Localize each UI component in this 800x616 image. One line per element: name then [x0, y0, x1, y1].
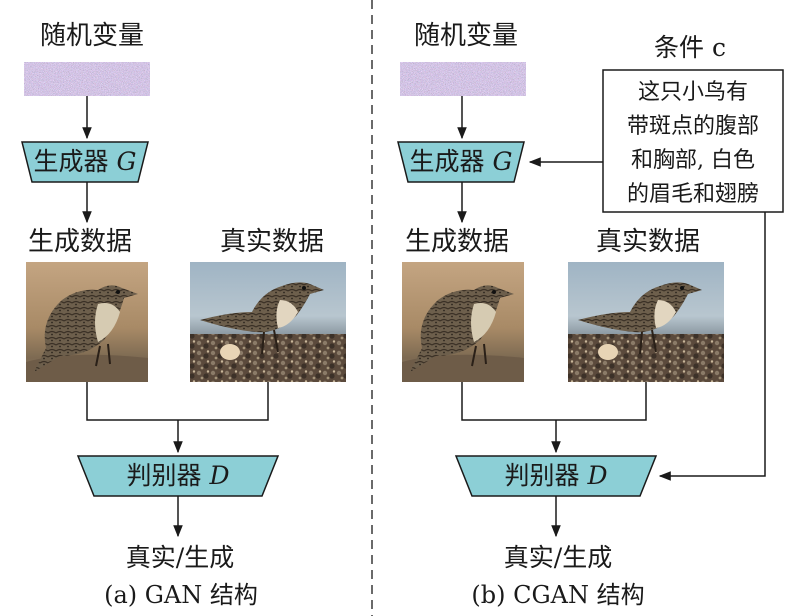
cgan-generator-label: 生成器: [410, 147, 485, 176]
gan-generator: 生成器 G: [21, 141, 149, 183]
arrow-condition-to-discriminator: [658, 212, 766, 481]
cgan-caption: (b) CGAN 结构: [471, 581, 644, 609]
discriminator-trapezoid: [76, 455, 280, 497]
cgan-discriminator-trapezoid: [454, 455, 658, 497]
condition-line-2: 带斑点的腹部: [627, 114, 759, 139]
cgan-condition-label: 条件 c: [654, 33, 726, 62]
gan-fake-bird-photo: [26, 262, 148, 382]
cgan-output-label: 真实/生成: [504, 543, 612, 572]
gan-real-bird-photo: [190, 262, 346, 382]
gan-noise-label: 随机变量: [40, 21, 144, 51]
cgan-panel: 随机变量 生成器 G 条件 c 这只小鸟有 带斑点的腹部 和胸部, 白色 的眉毛和…: [397, 21, 784, 609]
cgan-fake-data-label: 生成数据: [405, 227, 509, 257]
gan-caption: (a) GAN 结构: [104, 581, 258, 609]
gan-noise-image: [24, 62, 150, 96]
discriminator-symbol: D: [208, 461, 229, 490]
cgan-real-data-label: 真实数据: [596, 227, 700, 257]
cgan-discriminator-label: 判别器: [504, 461, 579, 490]
cgan-generator-symbol: G: [493, 147, 513, 176]
cgan-fake-bird-photo: [402, 262, 524, 382]
condition-line-1: 这只小鸟有: [638, 80, 748, 105]
cgan-generator-text: 生成器 G: [410, 147, 513, 176]
generator-label: 生成器: [34, 147, 109, 176]
gan-merge-connector: [86, 382, 269, 421]
condition-line-4: 的眉毛和翅膀: [627, 182, 759, 207]
gan-output-label: 真实/生成: [126, 543, 234, 572]
cgan-merge-connector: [461, 382, 647, 421]
gan-panel: 随机变量 生成器 G 生成数据 真实数据: [21, 21, 346, 609]
cgan-real-bird-photo: [568, 262, 724, 382]
generator-symbol: G: [117, 147, 137, 176]
gan-real-data-label: 真实数据: [220, 227, 324, 257]
generator-text: 生成器 G: [34, 147, 137, 176]
generator-trapezoid: [21, 141, 149, 183]
gan-fake-data-label: 生成数据: [28, 227, 132, 257]
cgan-noise-label: 随机变量: [414, 21, 518, 51]
cgan-generator: 生成器 G: [397, 141, 525, 183]
condition-line-3: 和胸部, 白色: [631, 148, 755, 173]
cgan-noise-image: [400, 62, 526, 96]
cgan-condition-box: 这只小鸟有 带斑点的腹部 和胸部, 白色 的眉毛和翅膀: [602, 69, 784, 213]
cgan-generator-trapezoid: [397, 141, 525, 183]
discriminator-label: 判别器: [126, 461, 201, 490]
cgan-discriminator-symbol: D: [586, 461, 607, 490]
